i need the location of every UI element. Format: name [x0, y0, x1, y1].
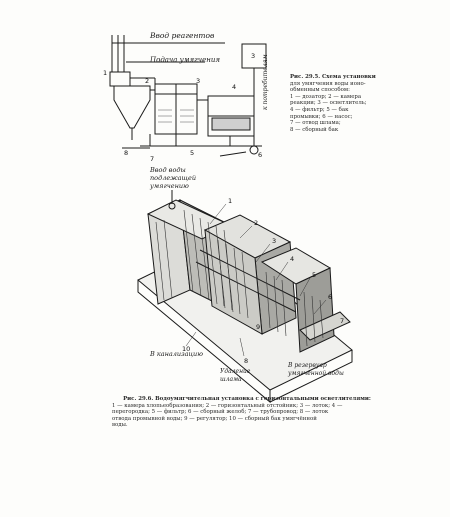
top-caption-line: для умягчения воды ионо- [290, 80, 366, 87]
bottom-num-7: 7 [340, 317, 345, 325]
bottom-num-8: 8 [244, 357, 249, 365]
bottom-caption-line: воды. [112, 422, 128, 429]
bottom-figure-caption: Рис. 29.6. Водоумягчительная установка с… [112, 396, 382, 429]
bottom-caption-line: отвода промывной воды; 9 — регулятор; 10… [112, 415, 317, 422]
sludge-label-line: шлама [220, 376, 242, 383]
bottom-num-2: 2 [254, 219, 259, 227]
top-caption-line: 4 — фильтр; 5 — бак [290, 106, 349, 113]
bottom-num-3: 3 [272, 237, 277, 245]
reservoir-label-line: умягчённой воды [288, 370, 344, 377]
reservoir-label-line: В резервуар [288, 362, 327, 369]
top-figure-caption: Рис. 29.5. Схема установки для умягчения… [290, 74, 378, 133]
top-num-8: 8 [124, 149, 129, 157]
inlet-label-line: подлежащей [150, 174, 197, 182]
top-num-5: 5 [190, 149, 195, 157]
top-caption-line: реакции; 3 — осветлитель; [290, 100, 367, 107]
consumer-outlet-label: к потребителям [262, 54, 269, 110]
top-caption-title: Рис. 29.5. Схема установки [290, 74, 376, 80]
bottom-num-1: 1 [228, 197, 233, 205]
bottom-caption-line: перегородка; 5 — фильтр; 6 — сборный жел… [112, 409, 329, 416]
top-caption-line: 1 — дозатор; 2 — камера [290, 93, 362, 100]
top-num-6: 6 [258, 151, 263, 159]
bottom-num-5: 5 [312, 271, 317, 279]
inlet-label: Ввод воды подлежащей умягчению [150, 166, 196, 190]
top-caption-line: обменным способом: [290, 87, 350, 94]
inlet-label-line: умягчению [150, 182, 189, 190]
bottom-num-4: 4 [290, 255, 295, 263]
sewer-outlet-label: В канализацию [150, 350, 203, 358]
top-num-4: 4 [232, 83, 237, 91]
inlet-label-line: Ввод воды [150, 166, 186, 174]
top-caption-line: промывки; 6 — насос; [290, 113, 353, 120]
bottom-caption-title: Рис. 29.6. Водоумягчительная установка с… [123, 396, 371, 402]
bottom-num-6: 6 [328, 293, 333, 301]
water-feed-label: Подача умягчения [150, 56, 220, 64]
top-num-3: 3 [196, 77, 201, 85]
top-caption-line: 7 — отвод шлама; [290, 120, 341, 127]
top-num-1: 1 [103, 69, 108, 77]
sludge-outlet-label: Удаление шлама [220, 368, 250, 384]
reservoir-outlet-label: В резервуар умягчённой воды [288, 362, 344, 378]
top-caption-line: 8 — сборный бак [290, 126, 339, 133]
bottom-num-9: 9 [256, 323, 261, 331]
reagent-feed-label: Ввод реагентов [150, 31, 215, 40]
top-num-7: 7 [150, 155, 155, 163]
sludge-label-line: Удаление [220, 368, 251, 375]
block-3-label: 3 [251, 52, 256, 60]
bottom-caption-line: 1 — камера хлопьеобразования; 2 — горизо… [112, 402, 343, 409]
bottom-num-10: 10 [182, 345, 191, 353]
top-num-2: 2 [145, 77, 150, 85]
